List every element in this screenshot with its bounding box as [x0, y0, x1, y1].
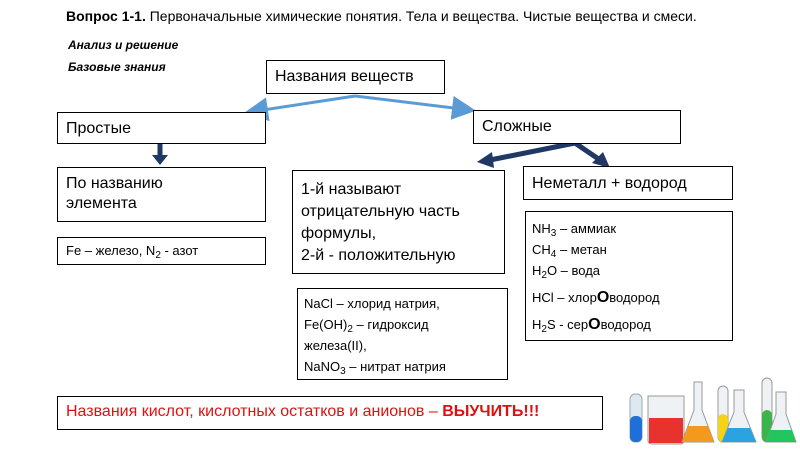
question-number: Вопрос 1-1.: [66, 8, 146, 24]
page-title: Вопрос 1-1. Первоначальные химические по…: [66, 8, 697, 24]
root-label: Названия веществ: [275, 68, 414, 85]
nonmetal-box: Неметалл + водород: [523, 166, 733, 200]
rule-line-3: формулы,: [301, 225, 377, 242]
hydride-h2s: H2S - серОводород: [532, 316, 651, 335]
hydride-h2o: H2O – вода: [532, 263, 601, 281]
warning-box: Названия кислот, кислотных остатков и ан…: [57, 396, 603, 430]
complex-box: Сложные: [473, 110, 681, 144]
simple-label: Простые: [66, 120, 132, 137]
flask-green-icon: [765, 391, 797, 443]
fe-n-example: Fe – железо, N2 - азот: [66, 243, 199, 261]
complex-label: Сложные: [482, 118, 552, 135]
hydrides-box: NH3 – аммиак CH4 – метан H2O – вода HCl …: [525, 211, 733, 341]
question-text: Первоначальные химические понятия. Тела …: [145, 8, 697, 24]
lab-glassware-illustration: [629, 377, 797, 445]
arrow-complex-to-rule: [477, 140, 576, 168]
test-tube-blue-icon: [629, 393, 643, 443]
flask-blue-icon: [721, 389, 757, 443]
warning-text: Названия кислот, кислотных остатков и ан…: [66, 403, 443, 420]
salts-box: NaCl – хлорид натрия, Fe(OH)2 – гидрокси…: [297, 288, 508, 380]
arrow-root-to-complex: [354, 94, 476, 120]
salt-feoh2: Fe(OH)2 – гидроксид: [304, 317, 429, 335]
salt-nano3: NaNO3 – нитрат натрия: [304, 359, 446, 377]
rule-box: 1-й называют отрицательную часть формулы…: [292, 170, 505, 274]
root-box: Названия веществ: [266, 60, 445, 94]
by-name-line-1: По названию: [66, 175, 163, 192]
basics-heading: Базовые знания: [68, 60, 166, 74]
hydride-nh3: NH3 – аммиак: [532, 221, 617, 239]
arrow-simple-to-byname: [152, 143, 168, 165]
simple-examples-box: Fe – железо, N2 - азот: [57, 237, 266, 265]
salt-nacl: NaCl – хлорид натрия,: [304, 296, 440, 311]
flask-orange-icon: [681, 381, 715, 443]
hydride-hcl: HCl – хлорОводород: [532, 289, 660, 306]
simple-box: Простые: [57, 112, 266, 144]
test-tube-yellow-icon: [717, 385, 729, 443]
arrow-root-to-simple: [244, 94, 356, 122]
beaker-red-icon: [647, 395, 685, 445]
rule-line-4: 2-й - положительную: [301, 247, 456, 264]
warning-emphasis: ВЫУЧИТЬ!!!: [442, 403, 540, 420]
salt-feoh2-cont: железа(II),: [304, 338, 367, 353]
hydride-ch4: CH4 – метан: [532, 242, 607, 260]
nonmetal-label: Неметалл + водород: [532, 175, 687, 192]
analysis-heading: Анализ и решение: [68, 38, 179, 52]
rule-line-1: 1-й называют: [301, 181, 402, 198]
by-name-line-2: элемента: [66, 195, 137, 212]
by-name-box: По названию элемента: [57, 167, 266, 222]
arrow-complex-to-nonmetal: [573, 140, 610, 168]
rule-line-2: отрицательную часть: [301, 203, 460, 220]
